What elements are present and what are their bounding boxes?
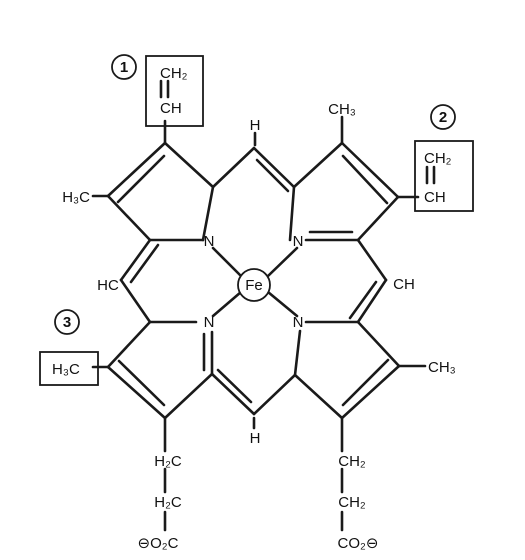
methyl-box-3 [39, 351, 99, 386]
meso-h-bottom: H [250, 430, 261, 447]
atom-labels: N N N N H H HC CH H₃C CH₃ CH₃ CH₂ CH CH₂… [52, 65, 456, 552]
nitrogen-ring-a: N [204, 233, 215, 250]
meso-hc-left: HC [97, 277, 119, 294]
nitrogen-ring-b: N [293, 233, 304, 250]
fe-atom-circle [237, 268, 271, 302]
nitrogen-ring-d: N [204, 314, 215, 331]
site-circle-3 [54, 309, 80, 335]
propionate-left-ch2-2: H₂C [154, 494, 182, 511]
propionate-left-carboxylate: ⊖O₂C [138, 535, 179, 552]
meso-ch-right: CH [393, 276, 415, 293]
bond-lines [91, 79, 436, 532]
methyl-ring-c: CH₃ [428, 359, 456, 376]
site-number-2: 2 [439, 109, 447, 126]
methyl-site-3: H₃C [52, 361, 80, 378]
site-circle-2 [430, 104, 456, 130]
site-circle-1 [111, 54, 137, 80]
site-number-3: 3 [63, 314, 71, 331]
vinyl-box-2 [414, 140, 474, 212]
vinyl-2-ch: CH [424, 189, 446, 206]
meso-h-top: H [250, 117, 261, 134]
propionate-right-carboxylate: CO₂⊖ [338, 535, 379, 552]
methyl-ring-b: CH₃ [328, 101, 356, 118]
site-number-1: 1 [120, 59, 128, 76]
vinyl-box-1 [145, 55, 204, 127]
propionate-right-ch2-1: CH₂ [338, 453, 366, 470]
fe-atom-label: Fe [245, 277, 263, 294]
vinyl-2-ch2: CH₂ [424, 150, 452, 167]
vinyl-1-ch2: CH₂ [160, 65, 188, 82]
methyl-ring-a: H₃C [62, 189, 90, 206]
nitrogen-ring-c: N [293, 314, 304, 331]
vinyl-1-ch: CH [160, 100, 182, 117]
propionate-right-ch2-2: CH₂ [338, 494, 366, 511]
propionate-left-ch2-1: H₂C [154, 453, 182, 470]
